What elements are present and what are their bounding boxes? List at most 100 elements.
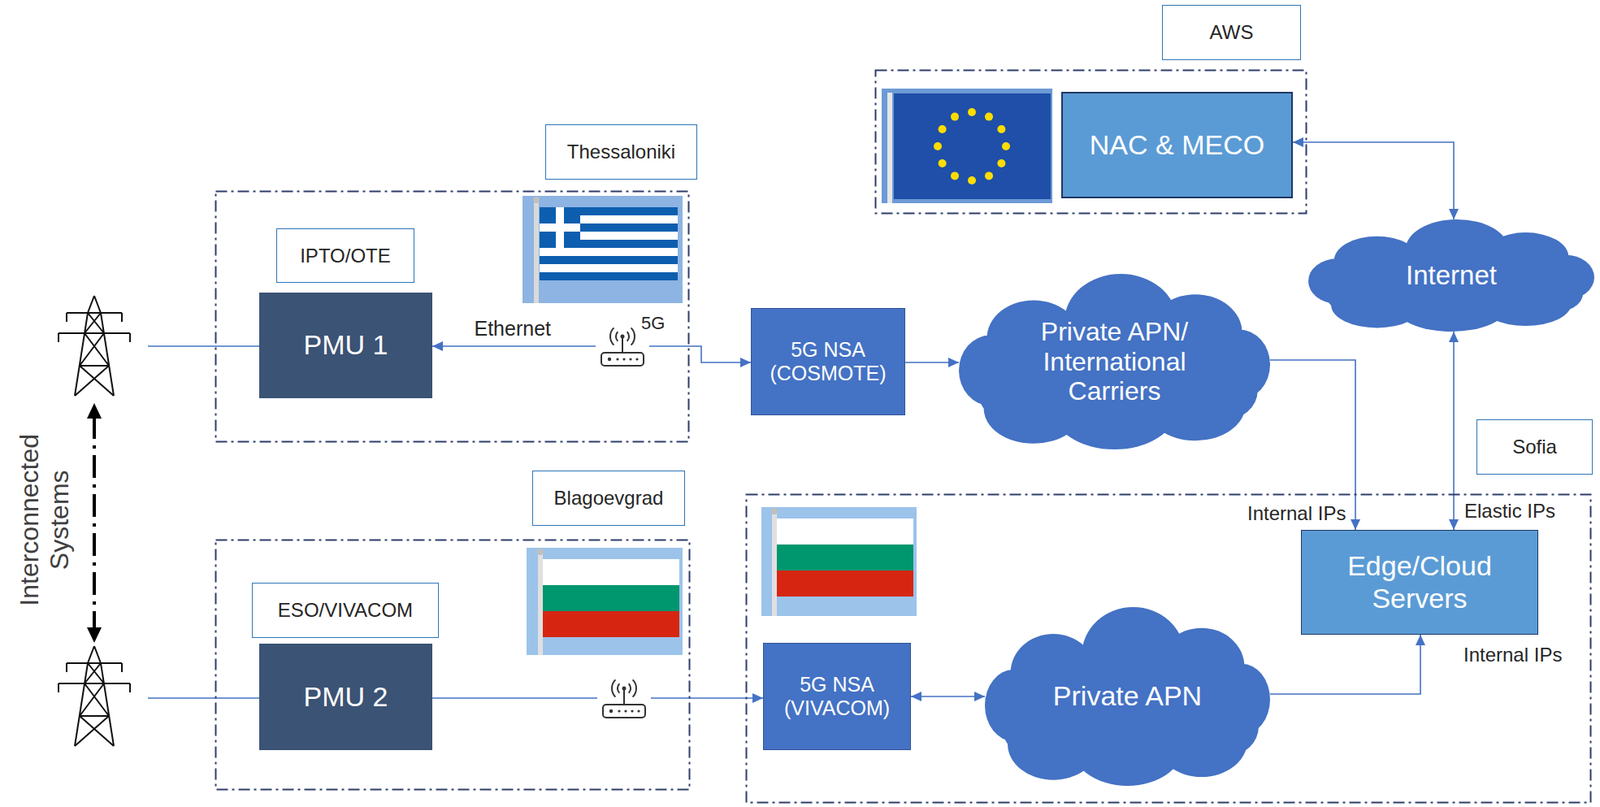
node-text: 5G NSA (COSMOTE): [751, 338, 905, 386]
cloud-lobe: [1001, 696, 1059, 756]
arrow-head: [948, 357, 959, 368]
arrow-head: [752, 693, 764, 703]
connector: [1270, 634, 1421, 694]
flag-cross: [555, 207, 564, 248]
arrow-head: [1448, 331, 1459, 343]
flag-star: [1001, 142, 1011, 151]
arrow-head: [432, 341, 443, 352]
node-text: Blagoevgrad: [554, 486, 664, 510]
flag-stripe: [539, 272, 678, 281]
connector: [910, 695, 985, 698]
flag-star: [933, 142, 942, 151]
site-region: ThessalonikiIPTO/OTEPMU 1: [214, 190, 690, 443]
border-line: [216, 540, 690, 790]
flag-pole-cap: [771, 507, 778, 515]
flag-pole: [771, 511, 777, 616]
arrow-head: [1448, 208, 1459, 220]
flag-field: [539, 207, 678, 281]
node-text: Private APN/ International Carriers: [1009, 316, 1221, 407]
flag-pole: [537, 552, 543, 655]
border-line: [875, 70, 1307, 214]
operator-tag: IPTO/OTE: [276, 228, 415, 283]
cloud-lobe: [1196, 696, 1259, 756]
flag-sky: [881, 88, 1053, 204]
region-label: Thessaloniki: [545, 124, 698, 180]
arrow-head: [740, 357, 751, 368]
flag-stripe: [776, 518, 914, 545]
cloud-lobe: [1325, 275, 1383, 313]
border-line: [746, 494, 1592, 803]
band-label: 5G: [641, 312, 665, 334]
region-label: Sofia: [1476, 419, 1593, 475]
feeder-line: [147, 697, 260, 699]
feeder-line: [147, 345, 260, 347]
flag-sky: [526, 547, 683, 655]
flag-stripe: [542, 611, 680, 638]
network-cloud: Internet: [1308, 219, 1595, 332]
flag-star: [950, 112, 959, 122]
flag-star: [997, 125, 1006, 134]
flag-pole: [533, 200, 539, 304]
connector: [1292, 142, 1454, 220]
flag-stripe: [539, 255, 678, 265]
arrow-head: [86, 627, 102, 643]
cloud-lobe: [977, 361, 1041, 421]
cloud-lobe: [1519, 275, 1583, 313]
server-box: Edge/Cloud Servers: [1300, 529, 1539, 635]
connector: [432, 346, 751, 363]
tower-symbol: [58, 295, 131, 396]
arrow-head: [1350, 519, 1361, 530]
node-text: IPTO/OTE: [299, 244, 391, 268]
flag-stripe: [542, 559, 680, 586]
flag-field: [893, 93, 1051, 200]
flag-star: [938, 159, 947, 168]
region-label: AWS: [1162, 4, 1301, 61]
node-text: PMU 1: [303, 329, 389, 361]
flag-pole-cap: [537, 548, 544, 556]
flag-star: [938, 125, 947, 134]
flag-star: [984, 171, 993, 180]
region-label: Blagoevgrad: [532, 470, 686, 526]
node-text: Edge/Cloud Servers: [1301, 550, 1538, 614]
node-text: Thessaloniki: [567, 140, 676, 164]
flag-canton: [539, 207, 581, 248]
service-box: NAC & MECO: [1061, 91, 1293, 199]
arrow-head: [1415, 634, 1426, 646]
flag-sky: [761, 507, 917, 616]
interconnect-arrow: [92, 416, 96, 630]
node-text: Sofia: [1512, 435, 1557, 459]
arrow-head: [1292, 137, 1304, 148]
tower-symbol: [58, 646, 131, 746]
network-cloud: Private APN: [984, 607, 1271, 786]
node-text: Internet: [1405, 260, 1497, 291]
flag-star: [997, 159, 1006, 168]
node-text: PMU 2: [303, 680, 389, 713]
address-label: Elastic IPs: [1464, 499, 1556, 523]
edge-label: Ethernet: [472, 316, 555, 341]
flag-stripe: [776, 544, 914, 571]
flag-pole-cap: [533, 196, 540, 204]
flag-star: [950, 171, 959, 180]
router-symbol: [597, 675, 651, 721]
node-text: ESO/VIVACOM: [277, 598, 413, 622]
arrow-head: [974, 691, 985, 702]
border-line: [216, 191, 690, 443]
cloud-lobe: [1188, 361, 1258, 421]
core-network-box: 5G NSA (VIVACOM): [763, 642, 911, 751]
flag-star: [967, 176, 976, 185]
side-label: Interconnected Systems: [14, 398, 75, 642]
flag-sky: [522, 195, 683, 304]
arrow-head: [1448, 519, 1459, 530]
operator-tag: ESO/VIVACOM: [251, 582, 439, 638]
arrow-head: [86, 403, 102, 419]
flag-stripe: [542, 585, 680, 612]
site-region: BlagoevgradESO/VIVACOMPMU 2: [214, 538, 691, 791]
address-label: Internal IPs: [1463, 643, 1562, 667]
pmu-box: PMU 1: [259, 292, 433, 399]
flag-stripe: [776, 570, 914, 597]
core-network-box: 5G NSA (COSMOTE): [750, 307, 906, 416]
node-text: AWS: [1209, 21, 1254, 44]
network-cloud: Private APN/ International Carriers: [958, 273, 1271, 450]
address-label: Internal IPs: [1247, 502, 1346, 525]
